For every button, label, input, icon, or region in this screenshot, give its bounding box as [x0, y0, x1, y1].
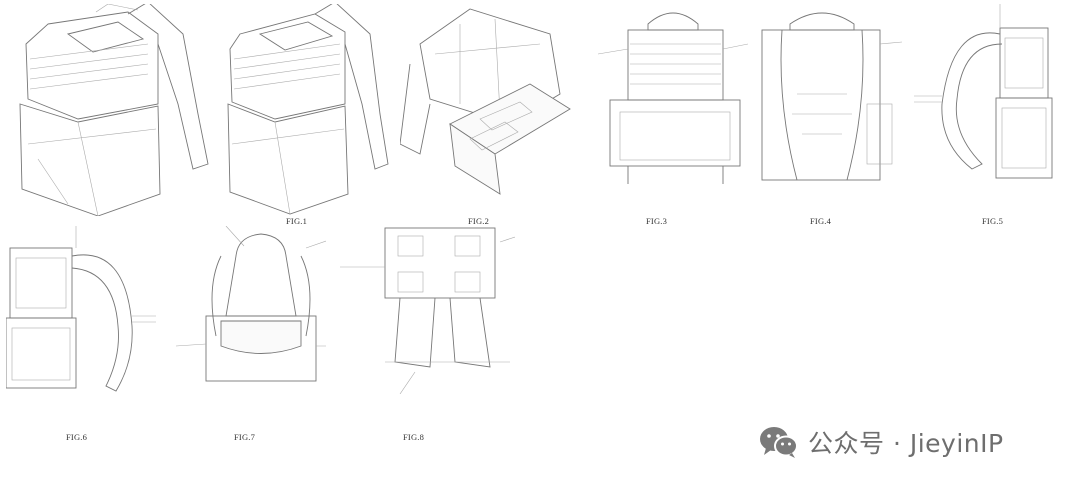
figure-1: FIG.1 — [220, 4, 405, 226]
figure-label: FIG.4 — [810, 216, 832, 226]
figure-label: FIG.1 — [286, 216, 308, 226]
figure-6: FIG.6 — [6, 226, 156, 442]
wechat-icon — [760, 427, 798, 458]
figure-label: FIG.2 — [468, 216, 490, 226]
backpack-front-perspective-drawing — [227, 4, 389, 215]
backpack-top-view-drawing — [176, 226, 326, 382]
backpack-bottom-view-drawing — [340, 227, 515, 394]
figure-7: FIG.7 — [176, 226, 326, 442]
backpack-bottom-perspective-drawing — [400, 8, 571, 195]
figure-4: FIG.4 — [752, 4, 902, 226]
backpack-opposite-side-view-drawing — [6, 226, 156, 392]
figure-5: FIG.5 — [912, 4, 1062, 226]
figure-label: FIG.3 — [646, 216, 668, 226]
figure-perspective-left — [8, 4, 213, 216]
backpack-front-view-drawing — [598, 12, 748, 184]
figure-label: FIG.5 — [982, 216, 1004, 226]
figure-3: FIG.3 — [598, 4, 748, 226]
figure-8: FIG.8 — [340, 222, 515, 442]
backpack-perspective-drawing — [19, 4, 209, 216]
watermark: 公众号 · JieyinIP — [758, 424, 1004, 460]
figure-2: FIG.2 — [400, 4, 575, 226]
backpack-rear-view-drawing — [761, 12, 902, 181]
figure-label: FIG.7 — [234, 432, 256, 442]
figure-label: FIG.8 — [403, 432, 425, 442]
figure-label: FIG.6 — [66, 432, 88, 442]
backpack-side-view-drawing — [914, 4, 1053, 179]
watermark-text: 公众号 · JieyinIP — [808, 429, 1004, 458]
